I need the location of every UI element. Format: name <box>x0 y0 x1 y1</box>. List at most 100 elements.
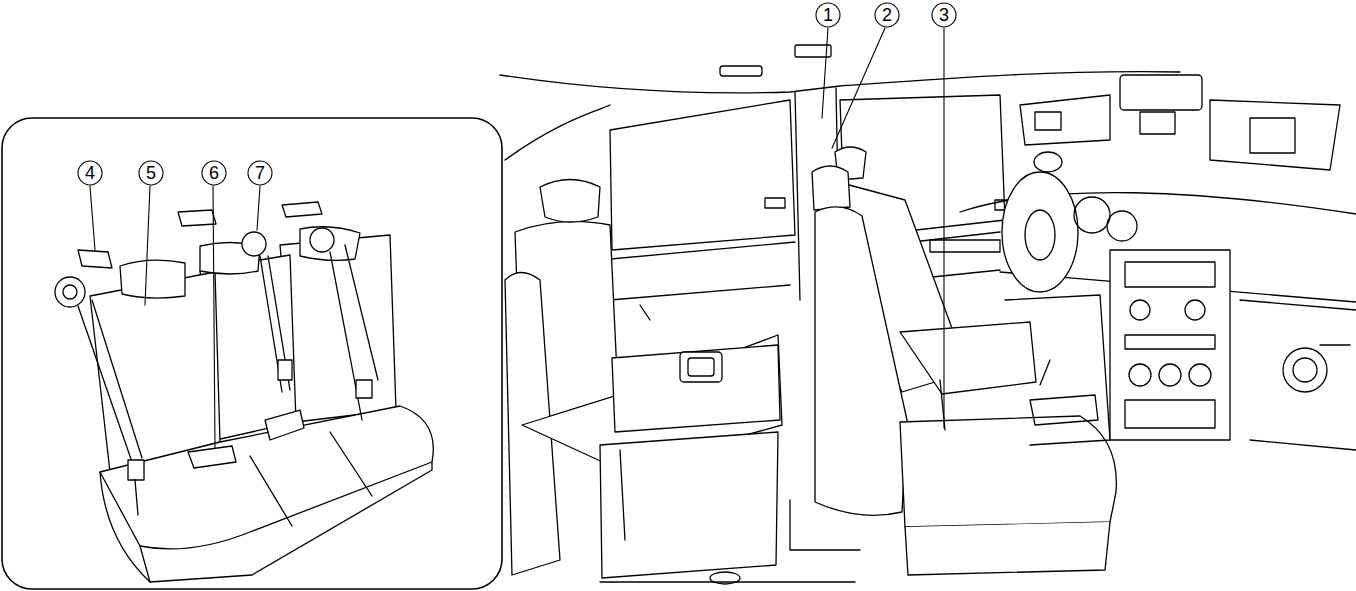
dashboard <box>1125 262 1215 287</box>
callout-circle <box>248 161 272 185</box>
car-body <box>765 198 785 208</box>
seat-belts <box>265 410 304 440</box>
dashboard <box>1293 358 1317 382</box>
dashboard <box>1034 152 1062 172</box>
car-body <box>600 232 1000 260</box>
seat-belts <box>330 245 378 420</box>
sun-visors <box>1120 75 1202 110</box>
dashboard <box>1125 400 1215 428</box>
leader-line <box>257 186 260 230</box>
callout-number: 4 <box>78 161 102 185</box>
callout-circle <box>78 3 956 185</box>
dashboard <box>1159 364 1181 386</box>
seat-belts <box>78 300 142 462</box>
rear-bench <box>282 202 322 217</box>
car-body <box>720 66 762 76</box>
callout-number: 1 <box>816 3 840 27</box>
rear-bench <box>100 406 433 549</box>
car-body <box>710 572 740 584</box>
inset-frame <box>2 118 502 589</box>
front-seats <box>905 522 1110 575</box>
front-seats <box>815 207 907 515</box>
car-body <box>795 45 831 57</box>
rear-bench <box>120 260 185 298</box>
rear-bench <box>280 235 396 422</box>
rear-bench <box>90 272 220 472</box>
sun-visors <box>1250 118 1295 153</box>
rear-seat <box>600 432 778 578</box>
sun-visors <box>1035 112 1061 130</box>
dashboard <box>1189 364 1211 386</box>
callout-circle <box>139 161 163 185</box>
callout-number: 3 <box>932 3 956 27</box>
rear-seat <box>540 180 600 223</box>
seat-belts <box>188 446 236 468</box>
dashboard <box>960 152 1356 450</box>
sun-visors <box>1140 112 1175 134</box>
callout-circle <box>202 161 226 185</box>
dashboard <box>1320 344 1350 345</box>
rear-seat <box>612 345 780 432</box>
seat-belts <box>310 228 334 252</box>
callout-circle <box>932 3 956 27</box>
seat-belts <box>242 232 266 256</box>
leader-line <box>822 28 828 118</box>
dashboard <box>1074 197 1110 233</box>
car-body <box>505 105 610 160</box>
car-body <box>600 581 855 582</box>
dashboard <box>1283 348 1327 392</box>
inset-frame <box>2 118 502 589</box>
leader-line <box>90 28 944 448</box>
rear-bench <box>78 202 433 582</box>
dashboard <box>1002 172 1078 292</box>
rear-bench <box>178 210 216 226</box>
rear-seat <box>620 450 625 540</box>
dashboard <box>1185 300 1205 320</box>
front-seats <box>812 166 850 210</box>
rear-bench <box>140 462 432 582</box>
dashboard <box>1005 295 1110 445</box>
seat-belts <box>278 360 292 380</box>
seat-belts <box>356 380 372 398</box>
seat-belts <box>128 460 144 480</box>
callout-number: 7 <box>248 161 272 185</box>
rear-seat <box>688 358 714 376</box>
rear-seat <box>640 305 650 320</box>
callout-number: 5 <box>139 161 163 185</box>
leader-line <box>213 186 215 448</box>
dashboard <box>1125 335 1215 349</box>
car-body <box>930 240 1000 252</box>
car-body <box>610 100 795 250</box>
car-body <box>500 45 1180 584</box>
dashboard <box>1129 364 1151 386</box>
leader-line <box>943 28 944 428</box>
rear-seat <box>505 180 782 579</box>
rear-seat <box>680 352 722 382</box>
sun-visors <box>1020 75 1340 170</box>
callout-number: 6 <box>202 161 226 185</box>
seat-belts <box>55 277 85 307</box>
seat-belts <box>135 480 138 515</box>
leader-line <box>832 28 885 148</box>
front-seats <box>900 322 1036 394</box>
dashboard <box>1240 300 1356 450</box>
leader-line <box>90 186 95 250</box>
dashboard <box>1130 300 1150 320</box>
dashboard <box>1030 360 1098 425</box>
rear-bench <box>250 432 372 526</box>
callout-circle <box>78 161 102 185</box>
dashboard <box>1107 211 1137 241</box>
rear-bench <box>78 250 112 268</box>
callout-circle <box>816 3 840 27</box>
sun-visors <box>1210 100 1340 170</box>
dashboard <box>1110 250 1230 440</box>
callout-number: 2 <box>875 3 899 27</box>
seat-belts <box>63 285 77 299</box>
sun-visors <box>1020 95 1110 145</box>
rear-bench <box>100 472 150 582</box>
leader-line <box>145 186 150 305</box>
dashboard <box>1025 210 1055 260</box>
front-seats <box>900 416 1116 527</box>
